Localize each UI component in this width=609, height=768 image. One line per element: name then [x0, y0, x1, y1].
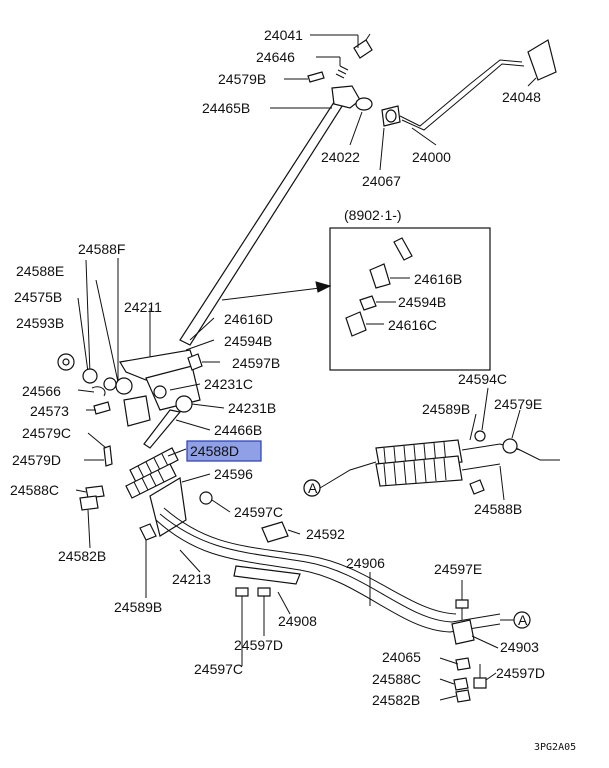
label-24646[interactable]: 24646	[256, 49, 295, 65]
label-24231C[interactable]: 24231C	[204, 376, 253, 392]
label-24588D[interactable]: 24588D	[190, 443, 239, 459]
leaders-mid-left	[75, 317, 225, 549]
label-24589B-bottom[interactable]: 24589B	[114, 599, 162, 615]
label-24466B[interactable]: 24466B	[214, 422, 262, 438]
cables	[155, 507, 531, 703]
ref-a-right: A	[518, 612, 528, 628]
label-24616B[interactable]: 24616B	[414, 271, 462, 287]
label-24593B[interactable]: 24593B	[16, 315, 64, 331]
label-24000[interactable]: 24000	[412, 149, 451, 165]
label-24616C[interactable]: 24616C	[388, 317, 437, 333]
label-24588E[interactable]: 24588E	[16, 263, 64, 279]
label-24589B-right[interactable]: 24589B	[422, 401, 470, 417]
label-24588C[interactable]: 24588C	[10, 482, 59, 498]
label-24616D[interactable]: 24616D	[224, 311, 273, 327]
label-24579C[interactable]: 24579C	[22, 425, 71, 441]
label-24582B-right[interactable]: 24582B	[372, 692, 420, 708]
label-24596[interactable]: 24596	[214, 466, 253, 482]
label-24588F[interactable]: 24588F	[78, 241, 125, 257]
leaders-right	[145, 387, 521, 701]
label-24579E[interactable]: 24579E	[494, 396, 542, 412]
label-24566[interactable]: 24566	[22, 383, 61, 399]
cable-assembly-left	[125, 447, 289, 543]
label-24588C-right[interactable]: 24588C	[372, 671, 421, 687]
label-24597C-bottom[interactable]: 24597C	[194, 661, 243, 677]
shift-lever-assembly	[179, 33, 557, 346]
label-24597B[interactable]: 24597B	[232, 355, 280, 371]
label-24211[interactable]: 24211	[124, 299, 162, 315]
label-24597D-right[interactable]: 24597D	[496, 665, 545, 681]
label-24588B[interactable]: 24588B	[474, 501, 522, 517]
label-24465B[interactable]: 24465B	[202, 100, 250, 116]
label-24041[interactable]: 24041	[264, 27, 303, 43]
label-24597C-mid[interactable]: 24597C	[234, 504, 283, 520]
label-24582B[interactable]: 24582B	[58, 548, 106, 564]
label-24065[interactable]: 24065	[382, 649, 421, 665]
label-24903[interactable]: 24903	[500, 639, 539, 655]
label-24592[interactable]: 24592	[306, 526, 345, 542]
leaders-top	[270, 34, 537, 171]
inset-box	[221, 227, 491, 371]
ref-a-left-marker	[303, 479, 321, 497]
figure-code: 3PG2A05	[534, 742, 576, 753]
label-24906[interactable]: 24906	[346, 555, 385, 571]
label-24594B-inset[interactable]: 24594B	[398, 294, 446, 310]
label-24594B[interactable]: 24594B	[224, 333, 272, 349]
left-mechanism	[57, 258, 203, 511]
label-24575B[interactable]: 24575B	[14, 289, 62, 305]
label-24573[interactable]: 24573	[30, 403, 69, 419]
label-24067[interactable]: 24067	[362, 173, 401, 189]
label-24579B[interactable]: 24579B	[218, 71, 266, 87]
label-24022[interactable]: 24022	[321, 149, 360, 165]
label-24579D[interactable]: 24579D	[12, 452, 61, 468]
ref-a-left: A	[308, 480, 318, 496]
label-24231B[interactable]: 24231B	[228, 400, 276, 416]
label-24213[interactable]: 24213	[172, 571, 211, 587]
label-24597D-bottom[interactable]: 24597D	[234, 637, 283, 653]
right-cable-detail	[303, 430, 560, 497]
label-24597E[interactable]: 24597E	[434, 561, 482, 577]
label-24048[interactable]: 24048	[502, 89, 541, 105]
labels: 24041 24646 24579B 24465B 24048 24022 24…	[10, 27, 576, 753]
inset-code: (8902·1-)	[344, 207, 402, 223]
label-24594C[interactable]: 24594C	[458, 371, 507, 387]
label-24908[interactable]: 24908	[278, 613, 317, 629]
highlight-24588D	[186, 440, 262, 462]
